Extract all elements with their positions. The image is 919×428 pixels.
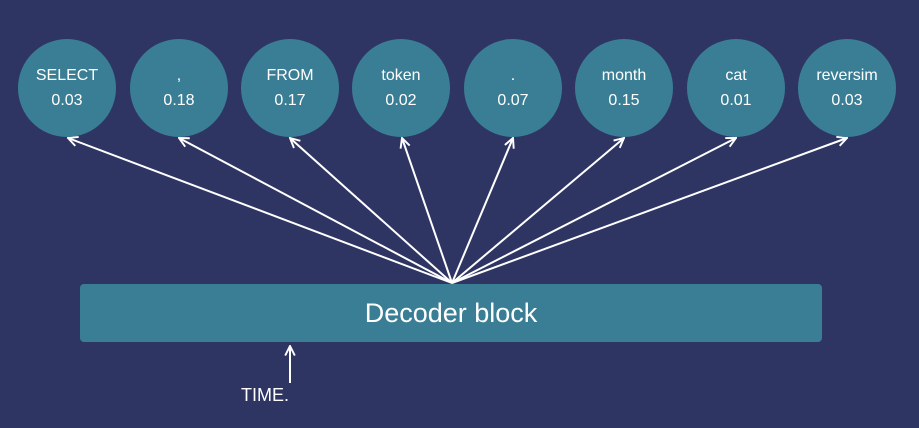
token-label: cat (725, 67, 747, 84)
arrow-to-token-3 (402, 138, 453, 284)
token-node-period: . 0.07 (464, 39, 562, 137)
token-label: reversim (816, 67, 878, 84)
token-probability: 0.15 (608, 92, 640, 109)
arrow-to-token-7 (451, 138, 847, 284)
token-node-comma: , 0.18 (130, 39, 228, 137)
token-probability: 0.02 (385, 92, 417, 109)
token-probability: 0.17 (274, 92, 306, 109)
token-probability: 0.01 (720, 92, 752, 109)
token-probability: 0.03 (831, 92, 863, 109)
token-probability: 0.03 (51, 92, 83, 109)
token-label: month (601, 67, 647, 84)
token-probability: 0.18 (163, 92, 195, 109)
decoder-block: Decoder block (80, 284, 822, 342)
input-token-label: TIME. (241, 385, 289, 405)
arrow-to-token-1 (179, 138, 453, 284)
token-label: , (176, 67, 182, 84)
token-label: SELECT (35, 67, 99, 84)
arrow-to-token-0 (68, 138, 453, 284)
arrow-to-token-6 (451, 138, 736, 284)
arrow-to-token-4 (451, 138, 513, 284)
token-node-cat: cat 0.01 (687, 39, 785, 137)
token-label: token (381, 67, 421, 84)
decoder-label: Decoder block (364, 297, 538, 328)
token-node-reversim: reversim 0.03 (798, 39, 896, 137)
token-node-token: token 0.02 (352, 39, 450, 137)
token-probability: 0.07 (497, 92, 529, 109)
token-node-month: month 0.15 (575, 39, 673, 137)
token-node-from: FROM 0.17 (241, 39, 339, 137)
token-label: FROM (266, 67, 314, 84)
arrow-to-token-5 (451, 138, 624, 284)
token-node-select: SELECT 0.03 (18, 39, 116, 137)
arrow-to-token-2 (290, 138, 453, 284)
token-label: . (510, 67, 516, 84)
